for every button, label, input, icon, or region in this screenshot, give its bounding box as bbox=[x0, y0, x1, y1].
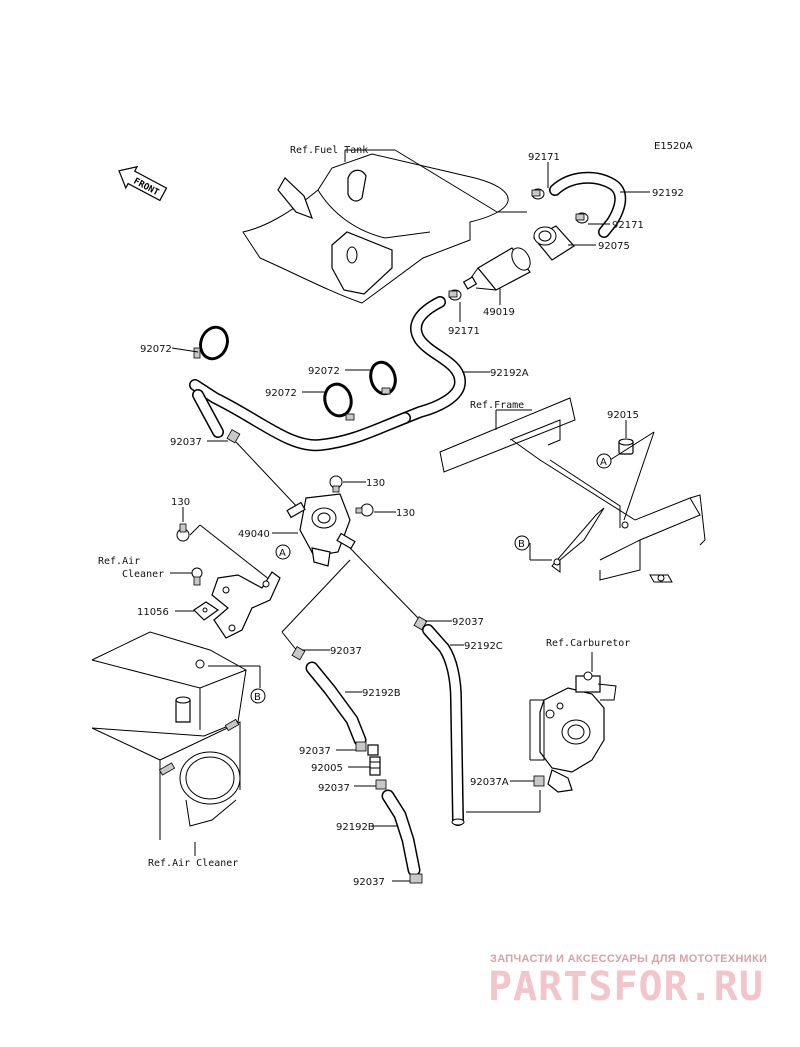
ref-air-cleaner-top2: Cleaner bbox=[122, 569, 164, 580]
clip-92037-b bbox=[291, 646, 306, 661]
label-92192C: 92192C bbox=[464, 641, 503, 652]
hose-92192B-lower bbox=[381, 789, 421, 877]
carburetor bbox=[529, 671, 617, 793]
label-130-a: 130 bbox=[366, 478, 385, 489]
bracket-11056 bbox=[193, 601, 220, 621]
band-clamp-92072-b bbox=[369, 360, 397, 396]
label-92037-f: 92037 bbox=[353, 877, 385, 888]
bolt-130-a bbox=[329, 475, 343, 493]
marker-b-frame bbox=[514, 535, 530, 551]
label-92072-a: 92072 bbox=[140, 344, 172, 355]
clip-92037A bbox=[533, 775, 545, 787]
label-92192A: 92192A bbox=[490, 368, 529, 379]
clamp-92171-upper bbox=[531, 188, 545, 200]
ref-air-cleaner-top: Ref.Air bbox=[98, 556, 140, 567]
marker-a-frame-text: A bbox=[600, 457, 607, 468]
hose-92192C bbox=[422, 624, 465, 826]
clip-92037-d bbox=[355, 741, 367, 752]
fuel-tank-outline bbox=[242, 153, 509, 304]
marker-b-frame-text: B bbox=[518, 539, 525, 550]
band-clamp-92072-c bbox=[323, 382, 355, 421]
label-92037A: 92037A bbox=[470, 777, 509, 788]
front-arrow-icon: FRONT bbox=[118, 165, 168, 202]
label-92037-b: 92037 bbox=[330, 646, 362, 657]
label-92037-d: 92037 bbox=[299, 746, 331, 757]
clamp-92171-mid bbox=[575, 212, 589, 224]
bolt-130-b bbox=[355, 503, 374, 517]
label-92192: 92192 bbox=[652, 188, 684, 199]
marker-b-air-text: B bbox=[254, 692, 261, 703]
bolt-92015 bbox=[618, 438, 634, 455]
joint-92005 bbox=[367, 744, 381, 776]
band-clamp-92072-a bbox=[193, 325, 229, 361]
ref-fuel-tank: Ref.Fuel Tank bbox=[290, 145, 368, 156]
bolt-air-cleaner bbox=[191, 567, 203, 586]
label-92015: 92015 bbox=[607, 410, 639, 421]
label-92171-b: 92171 bbox=[612, 220, 644, 231]
clamp-92171-lower bbox=[448, 289, 462, 301]
bolt-130-c bbox=[176, 523, 190, 542]
sleeve-92075 bbox=[533, 225, 575, 261]
hose-92192A bbox=[189, 296, 467, 452]
clip-92037-e bbox=[375, 779, 387, 790]
marker-a-frame bbox=[596, 453, 612, 469]
frame-outline bbox=[439, 397, 706, 583]
fuel-cock-49040 bbox=[286, 493, 356, 567]
ref-carburetor: Ref.Carburetor bbox=[546, 638, 630, 649]
watermark-logo: PARTSFOR.RU bbox=[488, 964, 764, 1010]
label-49019: 49019 bbox=[483, 307, 515, 318]
mounting-bracket bbox=[211, 571, 281, 639]
marker-a-cock bbox=[275, 544, 291, 560]
label-92075: 92075 bbox=[598, 241, 630, 252]
label-92005: 92005 bbox=[311, 763, 343, 774]
label-92037-a: 92037 bbox=[170, 437, 202, 448]
air-cleaner-box bbox=[91, 631, 247, 840]
label-92072-b: 92072 bbox=[308, 366, 340, 377]
hose-92192B-upper bbox=[305, 661, 367, 747]
label-92192B-b: 92192B bbox=[336, 822, 375, 833]
diagram-code: E1520A bbox=[654, 141, 693, 152]
ref-air-cleaner-bottom: Ref.Air Cleaner bbox=[148, 858, 238, 869]
label-92072-c: 92072 bbox=[265, 388, 297, 399]
label-92037-e: 92037 bbox=[318, 783, 350, 794]
ref-frame: Ref.Frame bbox=[470, 400, 524, 411]
label-92192B-a: 92192B bbox=[362, 688, 401, 699]
hose-92192 bbox=[549, 171, 627, 238]
label-92171-a: 92171 bbox=[528, 152, 560, 163]
label-92037-c: 92037 bbox=[452, 617, 484, 628]
label-130-c: 130 bbox=[171, 497, 190, 508]
label-92171-c: 92171 bbox=[448, 326, 480, 337]
marker-a-cock-text: A bbox=[279, 548, 286, 559]
watermark-tagline: ЗАПЧАСТИ И АКСЕССУАРЫ ДЛЯ МОТОТЕХНИКИ bbox=[490, 953, 767, 965]
label-130-b: 130 bbox=[396, 508, 415, 519]
clip-92037-f bbox=[409, 873, 423, 884]
label-11056: 11056 bbox=[137, 607, 169, 618]
marker-b-air bbox=[250, 688, 266, 704]
fuel-filter-49019 bbox=[462, 247, 531, 291]
clip-92037-a bbox=[226, 429, 241, 444]
label-49040: 49040 bbox=[238, 529, 270, 540]
